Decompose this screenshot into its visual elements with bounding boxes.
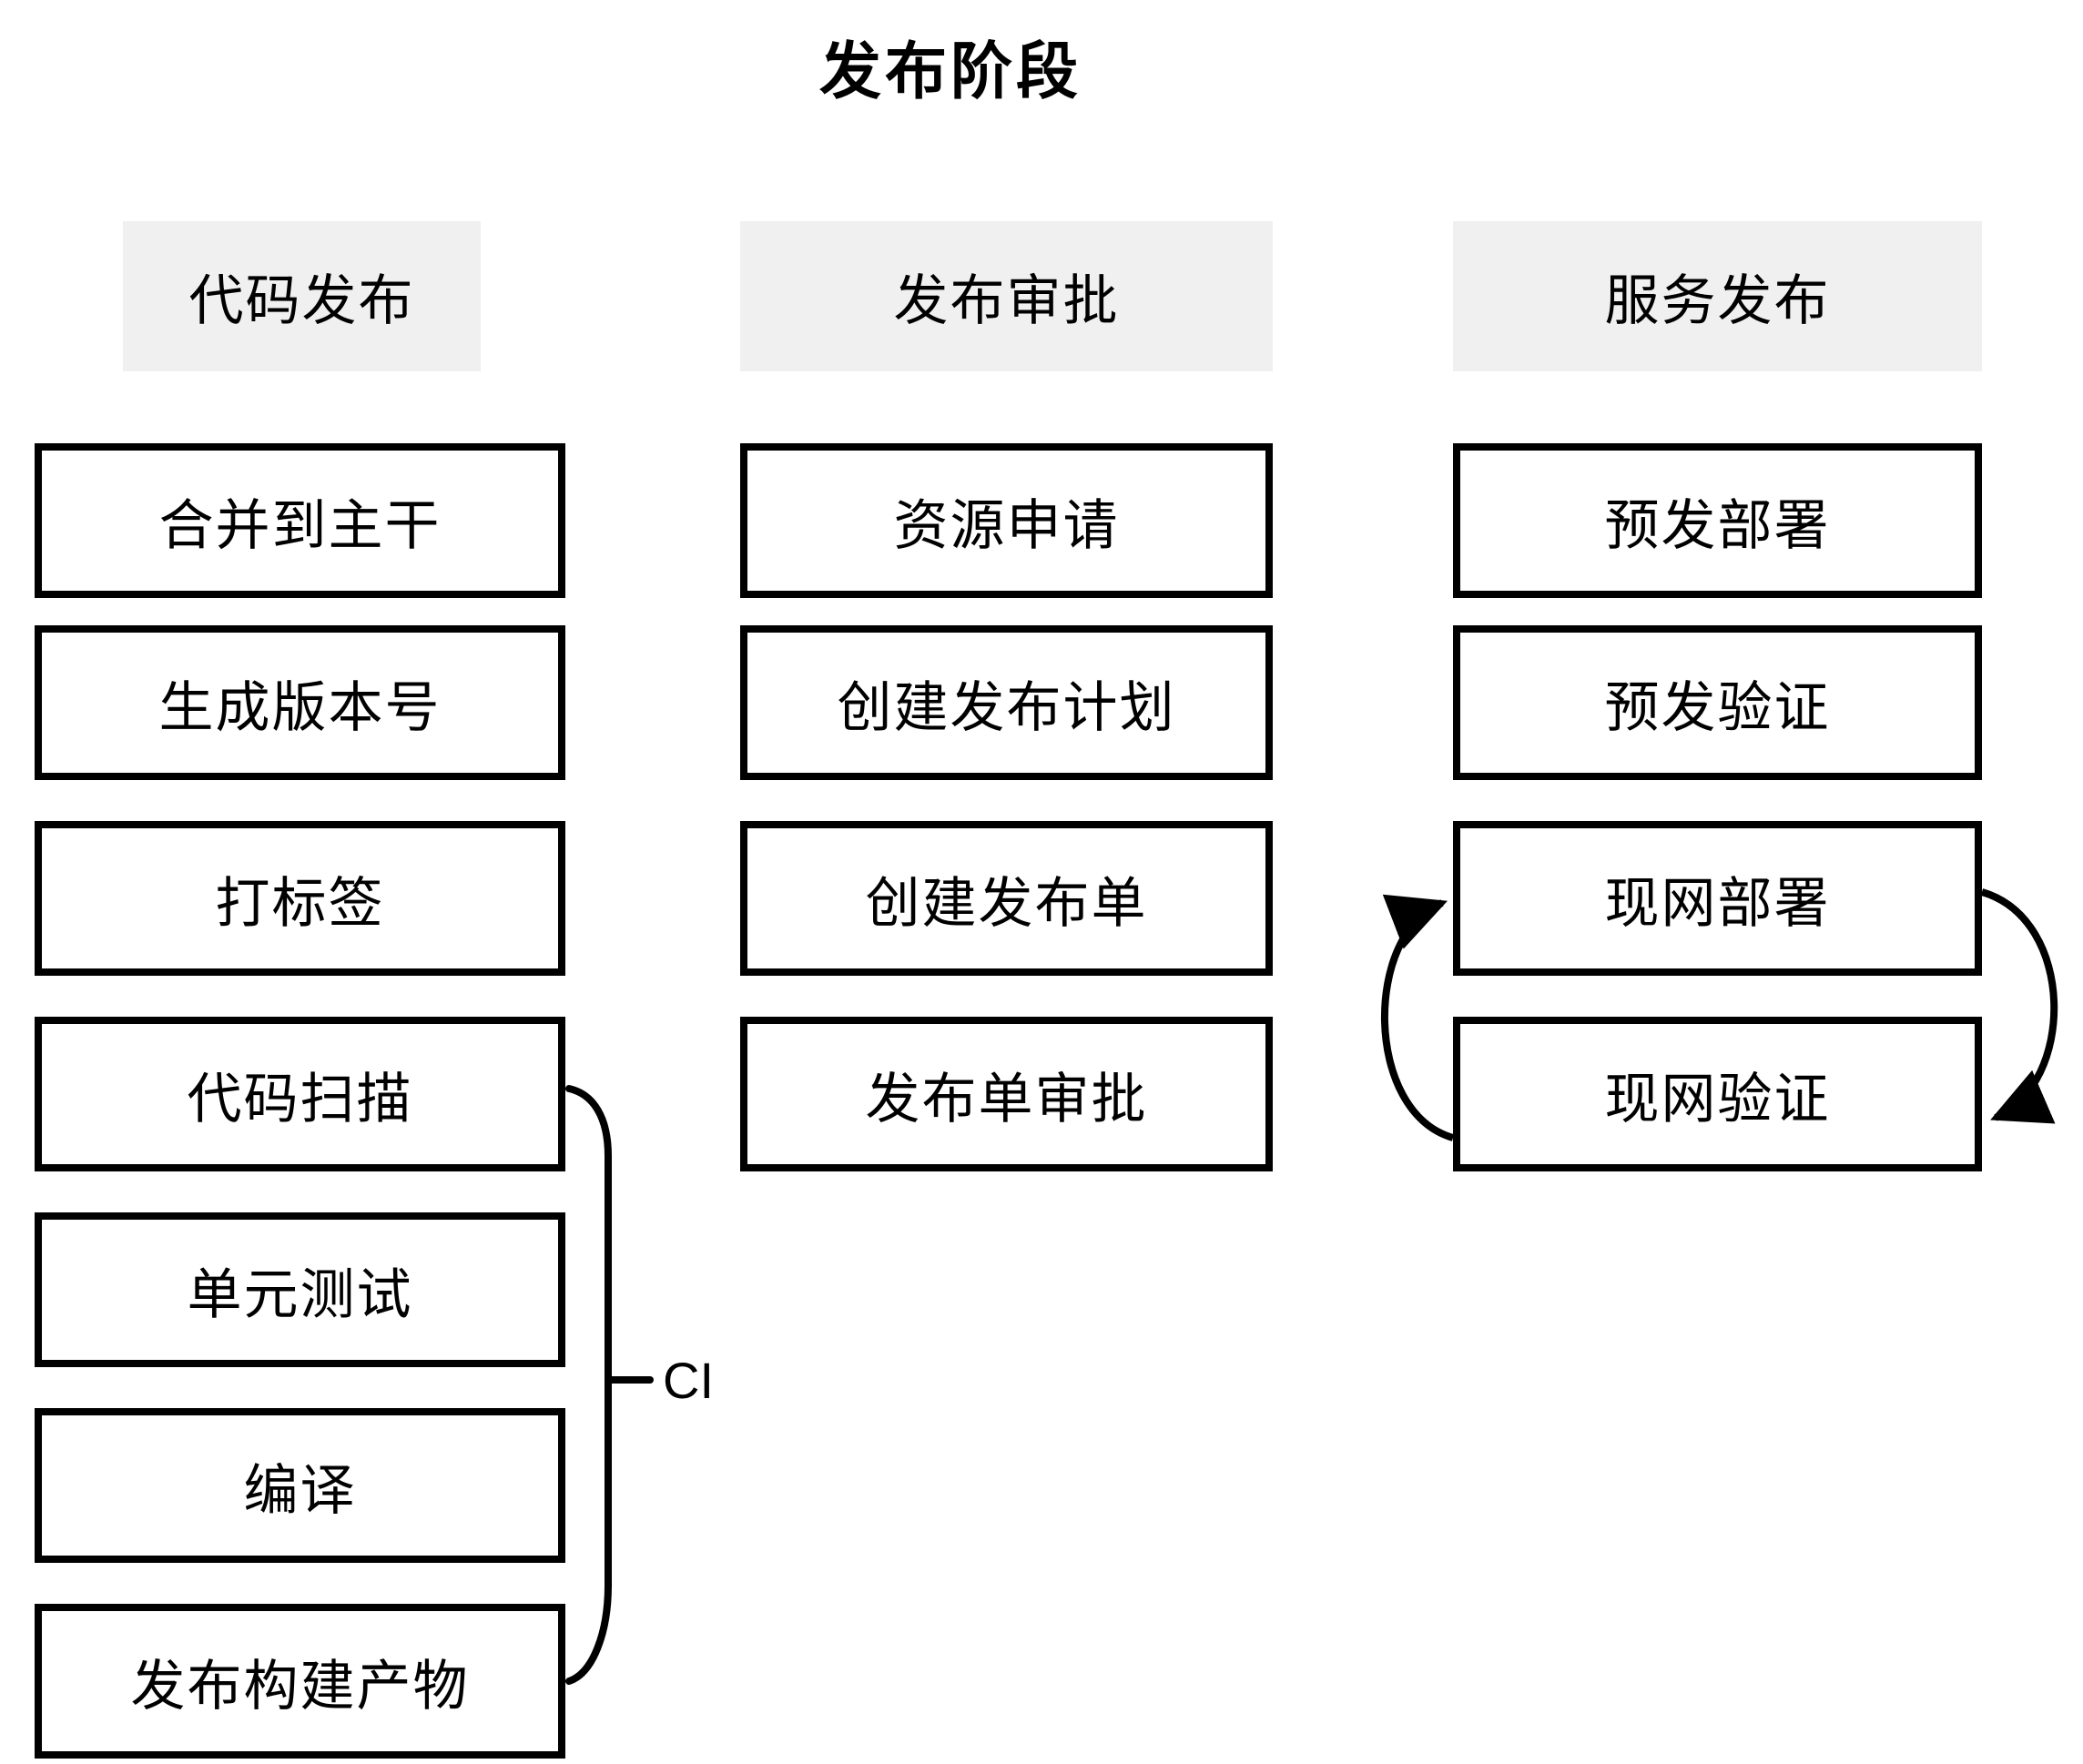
node-unit-test: 单元测试 [35,1212,565,1367]
column-header-service-release: 服务发布 [1453,221,1982,371]
node-tag: 打标签 [35,821,565,976]
node-prod-deploy: 现网部署 [1453,821,1982,976]
node-prod-verify: 现网验证 [1453,1017,1982,1171]
node-create-release-plan: 创建发布计划 [740,625,1273,780]
node-merge-to-trunk: 合并到主干 [35,443,565,598]
node-staging-verify: 预发验证 [1453,625,1982,780]
node-create-release-ticket: 创建发布单 [740,821,1273,976]
arrow-prod-deploy-to-verify [1980,888,2058,1124]
ci-bracket [565,1085,612,1685]
node-generate-version: 生成版本号 [35,625,565,780]
diagram-title: 发布阶段 [818,36,1082,106]
node-release-build-artifact: 发布构建产物 [35,1604,565,1759]
column-header-code-release: 代码发布 [123,221,481,371]
arrow-prod-verify-to-deploy [1381,894,1455,1141]
node-code-scan: 代码扫描 [35,1017,565,1171]
ci-group-label: CI [663,1351,714,1409]
node-resource-request: 资源申请 [740,443,1273,598]
node-release-ticket-approval: 发布单审批 [740,1017,1273,1171]
node-compile: 编译 [35,1408,565,1563]
column-header-release-approval: 发布审批 [740,221,1273,371]
node-staging-deploy: 预发部署 [1453,443,1982,598]
